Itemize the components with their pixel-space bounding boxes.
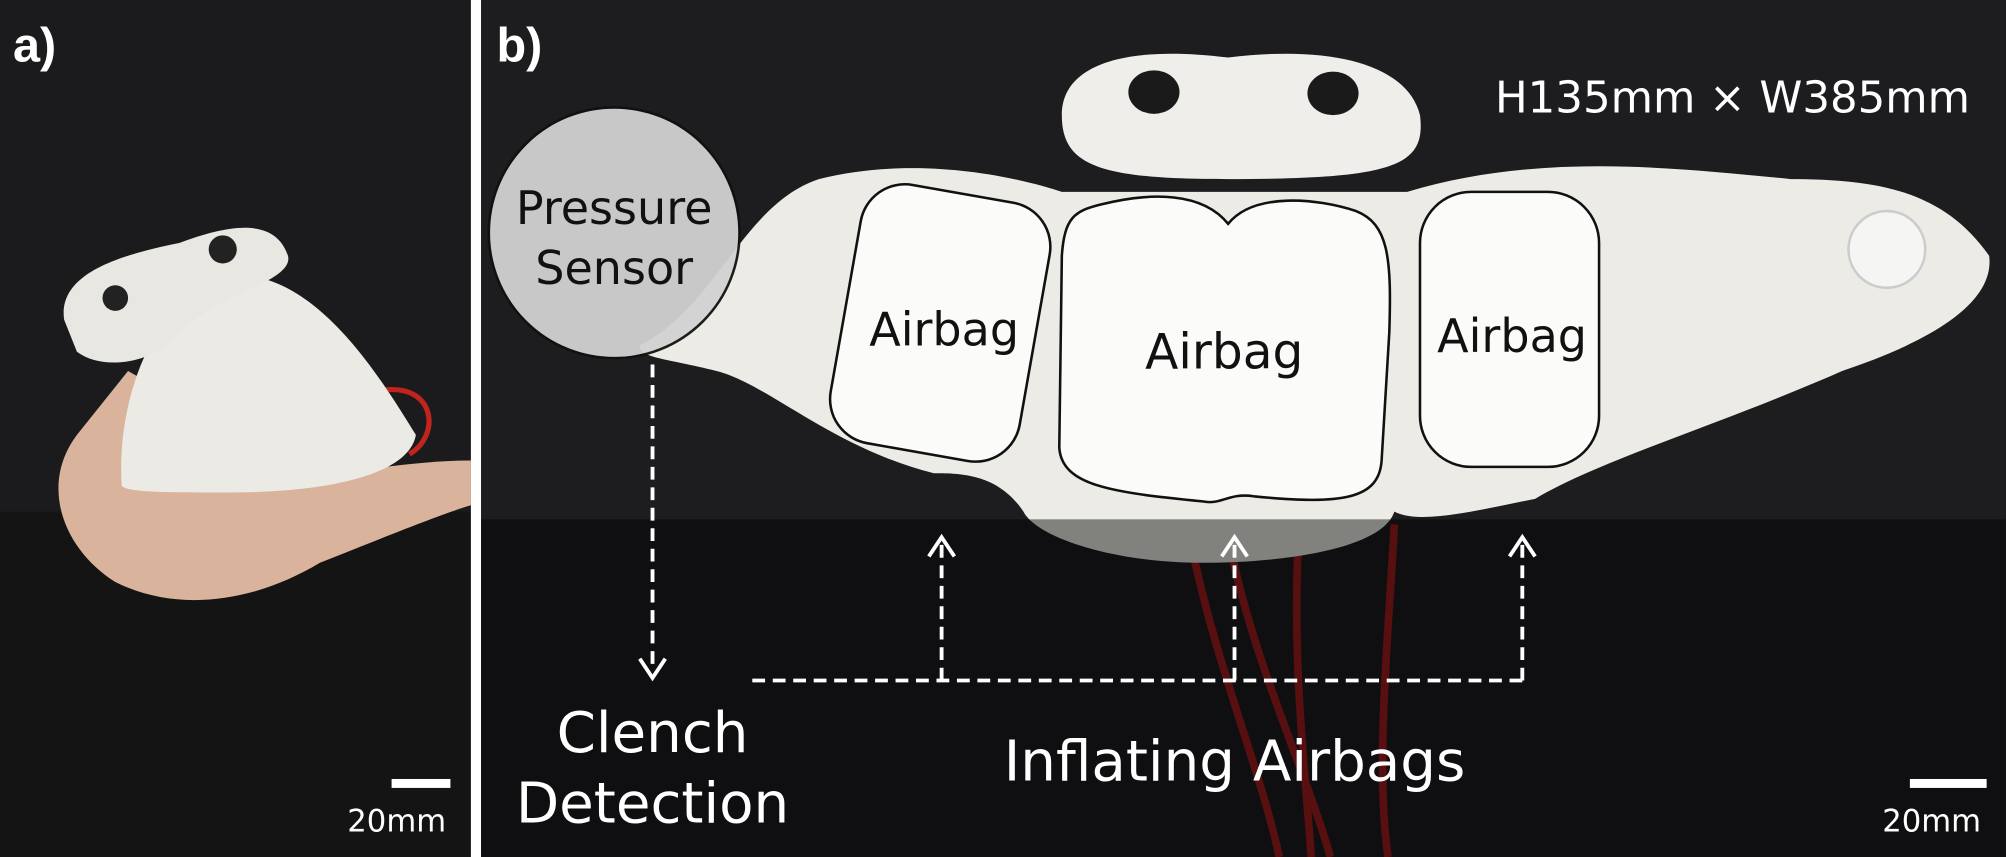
arrowheads [638,533,1537,682]
airbag-label: Airbag [869,302,1019,356]
panel-b-label: b) [496,18,542,72]
airbag-label: Airbag [1145,324,1303,380]
scale-bar-label: 20mm [1882,804,1981,839]
panel-b: Airbag Airbag Airbag Pressure Sensor b) … [481,0,2006,857]
arrow-up-icon [927,533,956,558]
scale-bar [391,778,451,788]
plush-head [1061,53,1421,180]
dashed-arrows [650,364,1525,683]
pressure-sensor-label-line1: Pressure [516,181,713,235]
air-tubes [1185,524,1399,857]
arrow-down-icon [638,657,667,682]
pressure-sensor-callout [487,106,741,360]
airbag-center [1058,195,1392,504]
plush-small [121,275,416,493]
clench-detection-line2: Detection [516,771,789,836]
air-tube [383,387,432,457]
inflating-airbags-label: Inflating Airbags [1004,729,1466,794]
airbag-left [828,183,1052,463]
eye [102,285,129,311]
eye [208,235,237,264]
airbag-label: Airbag [1437,309,1587,363]
divider [470,0,482,857]
scale-bar [1909,778,1987,788]
airbag-right [1418,190,1601,469]
panel-a-label: a) [13,18,56,72]
eye [1128,70,1180,114]
pressure-sensor-disc [1847,209,1927,290]
eye [1307,71,1359,116]
panel-a: a) 20mm [0,0,471,857]
overlay [481,519,2006,857]
arrow-up-icon [1220,533,1249,558]
arrow-up-icon [1507,533,1537,558]
scale-bar-label: 20mm [347,804,446,839]
clench-detection-line1: Clench [557,701,749,766]
pressure-sensor-label-line2: Sensor [535,241,693,295]
dimensions-label: H135mm × W385mm [1495,74,1970,124]
